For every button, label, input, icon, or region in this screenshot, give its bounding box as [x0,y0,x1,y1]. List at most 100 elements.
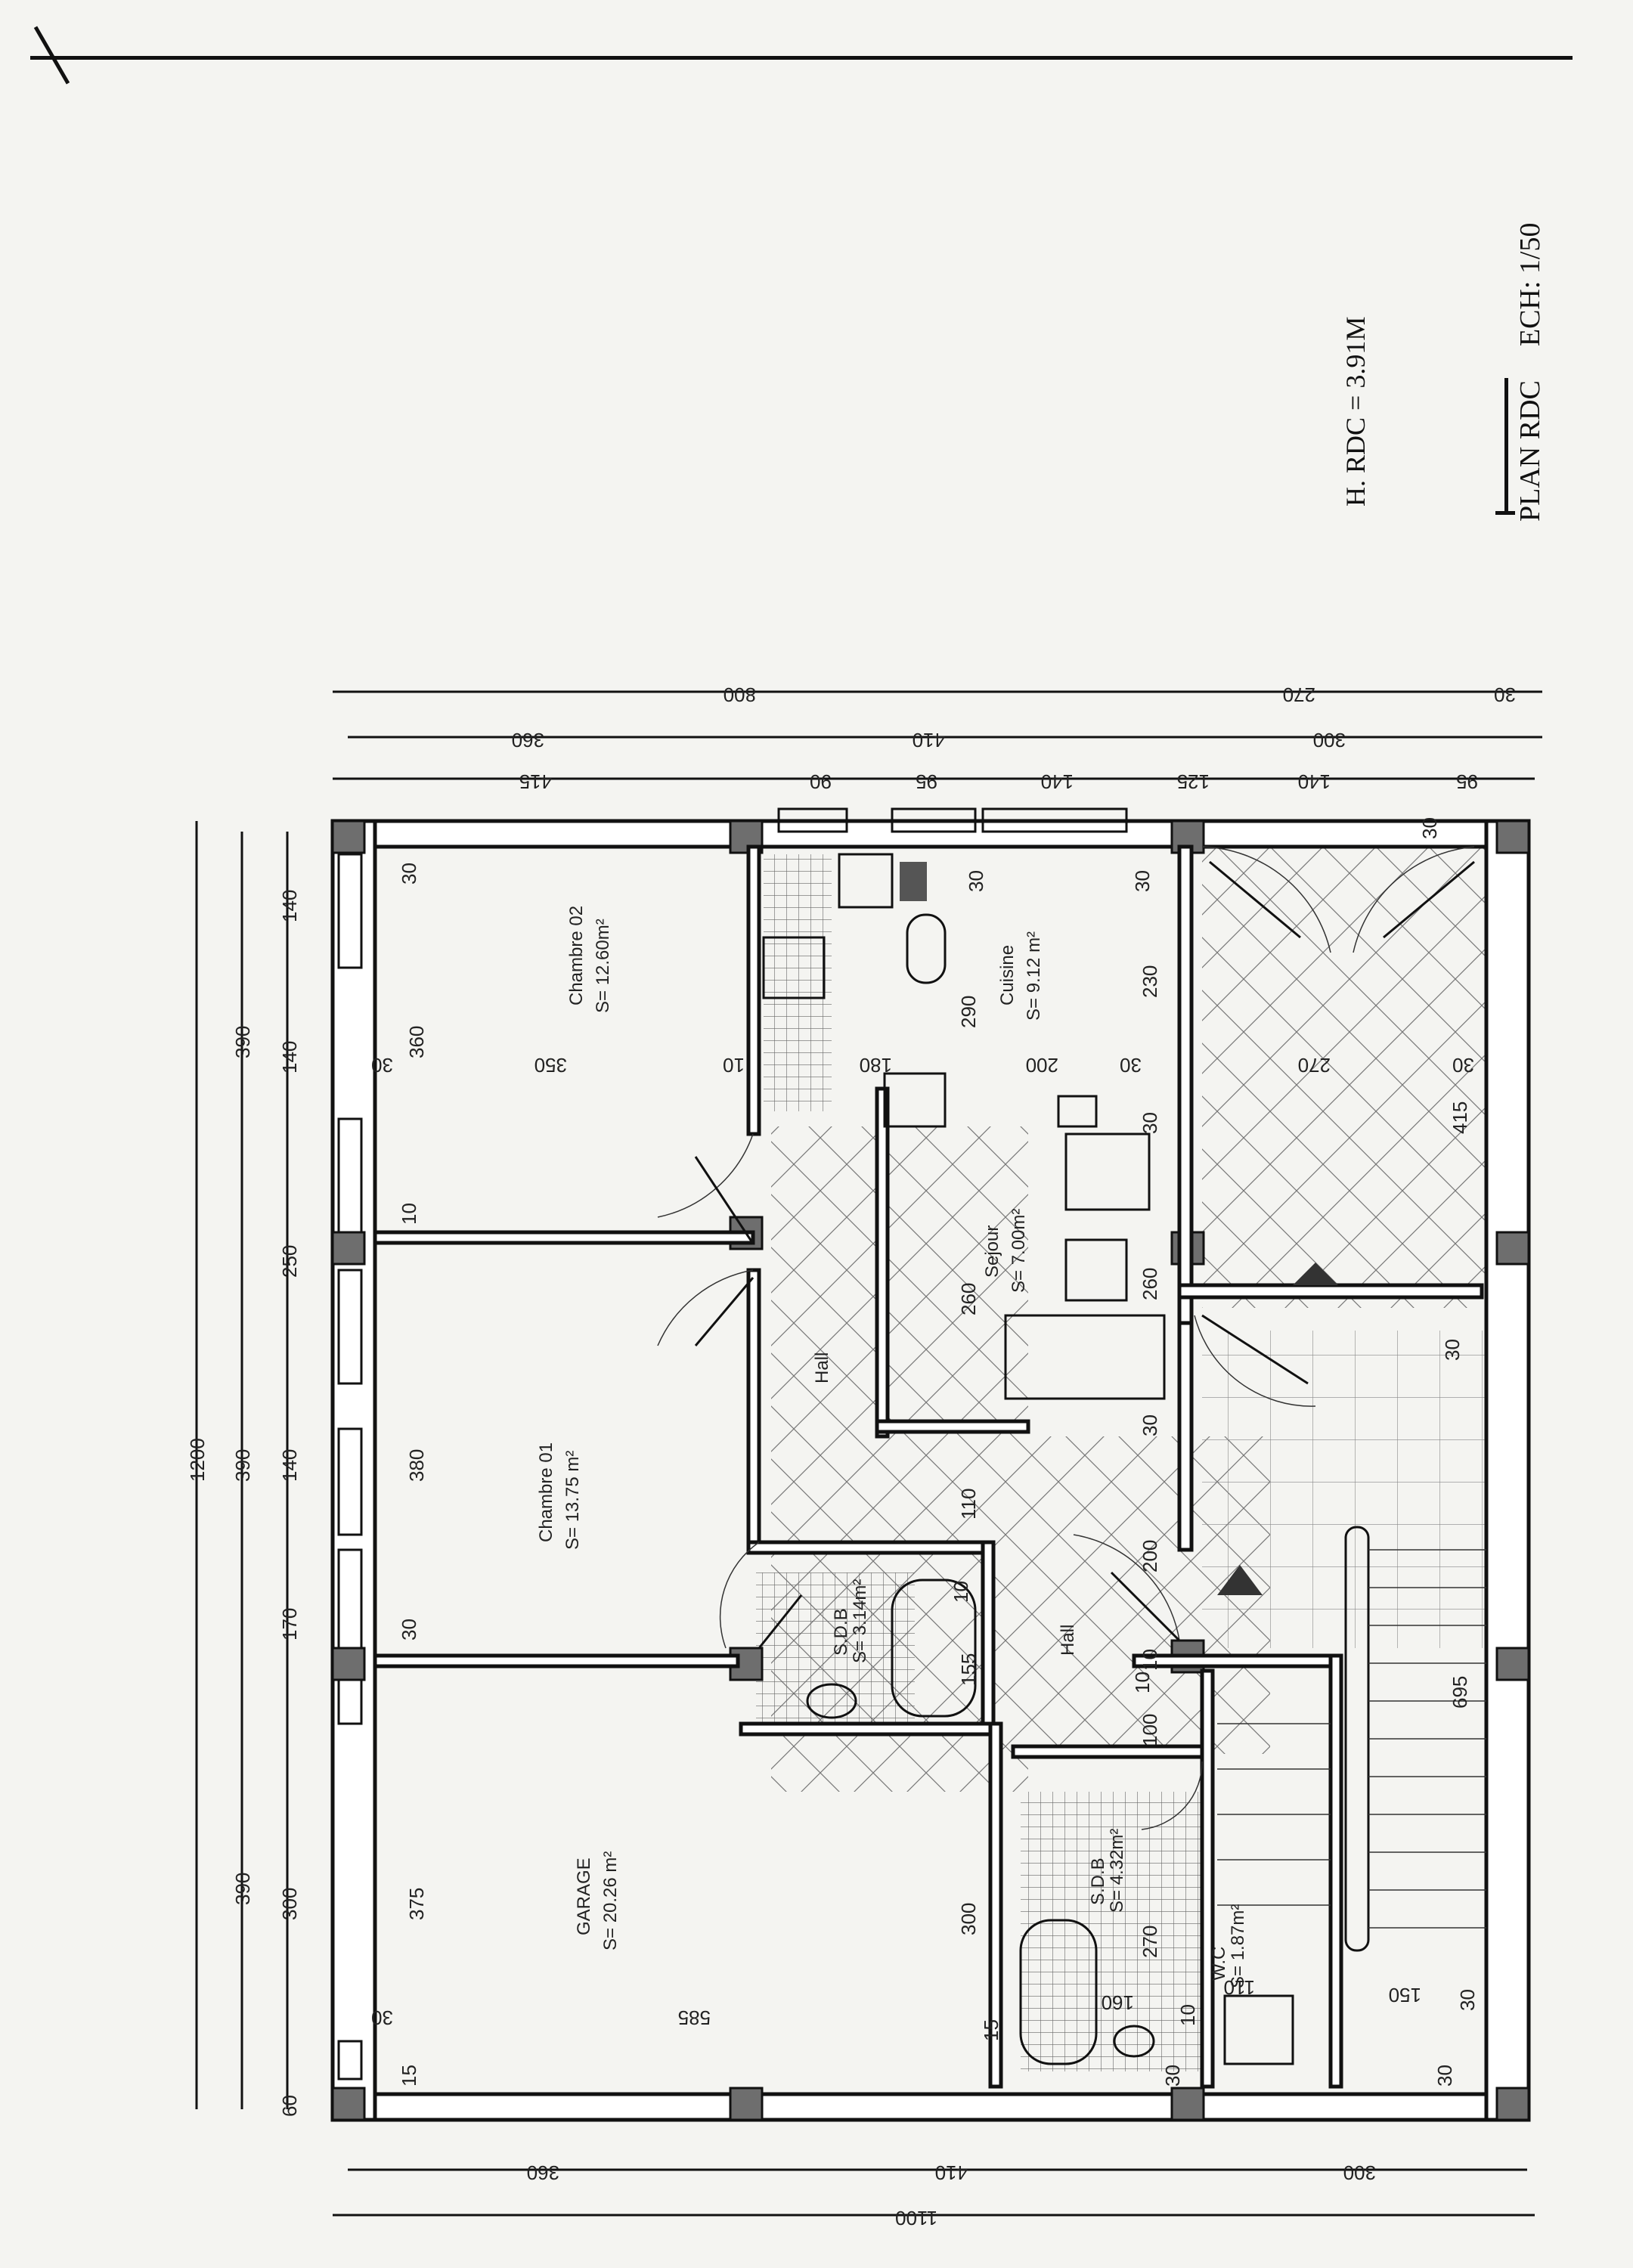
door-hall-lower [1073,1534,1180,1641]
entrance-tiles [1202,847,1489,1308]
kitchen-counter-tiles [764,854,832,1111]
dim-top-410: 410 [913,729,945,751]
inner-dim: 30 [1441,1339,1464,1361]
wall-garage-right [988,1721,1003,2089]
wall-entrance-bottom [1177,1283,1484,1300]
wall-ch02-kitchen [746,844,761,1136]
window-left-6 [337,2040,363,2081]
dim-top-90: 90 [810,770,832,793]
column [1170,2087,1205,2121]
column [1495,1231,1530,1266]
column [1495,1647,1530,1681]
room-sejour-name: Sejour [982,1225,1002,1278]
room-garage-area: S= 20.26 m² [600,1851,621,1950]
inner-dim: 270 [1139,1926,1161,1958]
wall-sdb2-right [1200,1668,1215,2089]
column [729,2087,764,2121]
sdb1-tiles [756,1572,915,1724]
wall-top [330,819,1531,849]
dim-left-390b: 390 [231,1449,254,1482]
wall-sdb1-right [981,1540,996,1726]
inner-dim: 10 [1176,2004,1199,2026]
dimension-lines [195,690,1542,2217]
wall-ch01-hall [746,1268,761,1545]
column [331,2087,366,2121]
inner-dim: 30 [1418,817,1441,839]
wc-toilet [1223,1994,1294,2065]
inner-dim: 415 [1449,1101,1471,1134]
dim-top-140: 140 [1041,770,1074,793]
wall-sdb1-bottom [739,1721,1000,1737]
room-hall-1-name: Hall [812,1352,832,1383]
inner-dim: 30 [398,1619,420,1641]
room-chambre-01-name: Chambre 01 [536,1442,556,1542]
doors [657,846,1475,1830]
dim-bottom-1100: 1100 [895,2207,937,2229]
inner-dim: 15 [980,2019,1002,2041]
room-wc-name: W.C [1209,1947,1229,1981]
room-cuisine-name: Cuisine [997,945,1018,1005]
dim-top-415: 415 [519,770,552,793]
room-sdb-1-name: S.D.B [831,1608,851,1656]
bathtub-1 [891,1579,977,1718]
inner-dim: 230 [1139,965,1161,998]
dim-left-170: 170 [278,1608,301,1641]
door-entrance-1 [1201,846,1331,953]
column [331,1231,366,1266]
tiled-areas [756,847,1489,2071]
inner-dim: 30 [1456,1989,1479,2011]
inner-dim: 10 [398,1203,420,1225]
inner-dim: 160 [1102,1991,1134,2014]
dim-left-300: 300 [278,1888,301,1920]
inner-dim: 30 [398,863,420,885]
inner-dim: 260 [1139,1268,1161,1300]
inner-dim: 100 [1139,1714,1161,1746]
dim-left-140c: 140 [278,1449,301,1482]
wall-entrance-left [1177,844,1194,1325]
inner-dim: 585 [678,2006,711,2029]
inner-dimension-labels: 30 360 10 380 30 375 30 15 30 350 10 180… [371,817,1479,2087]
kitchen-fridge [906,913,947,984]
inner-dim: 375 [405,1888,428,1920]
dim-left-60: 60 [278,2095,301,2117]
dim-top-360: 360 [512,729,544,751]
inner-dim: 110 [957,1489,980,1520]
door-ch01 [657,1269,754,1346]
inner-dim: 30 [965,870,987,892]
dim-top-95b: 95 [1456,770,1478,793]
washing-machine [883,1072,947,1128]
wall-hall-right-1 [1177,1321,1194,1552]
inner-dim: 30 [1161,2065,1184,2087]
kitchen-sink [838,853,894,909]
dim-bottom-300: 300 [1343,2161,1376,2184]
dim-top-95: 95 [916,770,937,793]
sheet-top-border [30,56,1573,60]
wall-sejour-bottom [875,1419,1030,1434]
inner-dim: 30 [1131,870,1154,892]
dim-top-800: 800 [724,683,756,706]
dim-bottom-410: 410 [935,2161,968,2184]
inner-dim: 200 [1026,1054,1058,1077]
washbasin-2 [1113,2025,1155,2058]
inner-dim: 380 [405,1449,428,1482]
window-top-3 [981,807,1128,833]
room-sdb-1-area: S= 3.14m² [850,1579,870,1663]
window-left-4 [337,1427,363,1536]
window-top-2 [891,807,977,833]
window-left-3 [337,1269,363,1385]
inner-dim: 30 [1139,1112,1161,1134]
bathtub-2 [1019,1919,1098,2065]
dim-bottom-360: 360 [527,2161,559,2184]
dim-left-250: 250 [278,1245,301,1278]
inner-dim: 10 [723,1054,745,1077]
wall-sejour-left [875,1086,890,1439]
inner-dim: 10 [1131,1672,1154,1693]
wall-bottom [330,2092,1531,2122]
room-chambre-02-name: Chambre 02 [566,906,587,1005]
sdb2-tiles [1021,1792,1202,2071]
door-entrance-2 [1353,846,1475,953]
room-garage-name: GARAGE [574,1857,594,1935]
inner-dim: 155 [957,1653,980,1686]
